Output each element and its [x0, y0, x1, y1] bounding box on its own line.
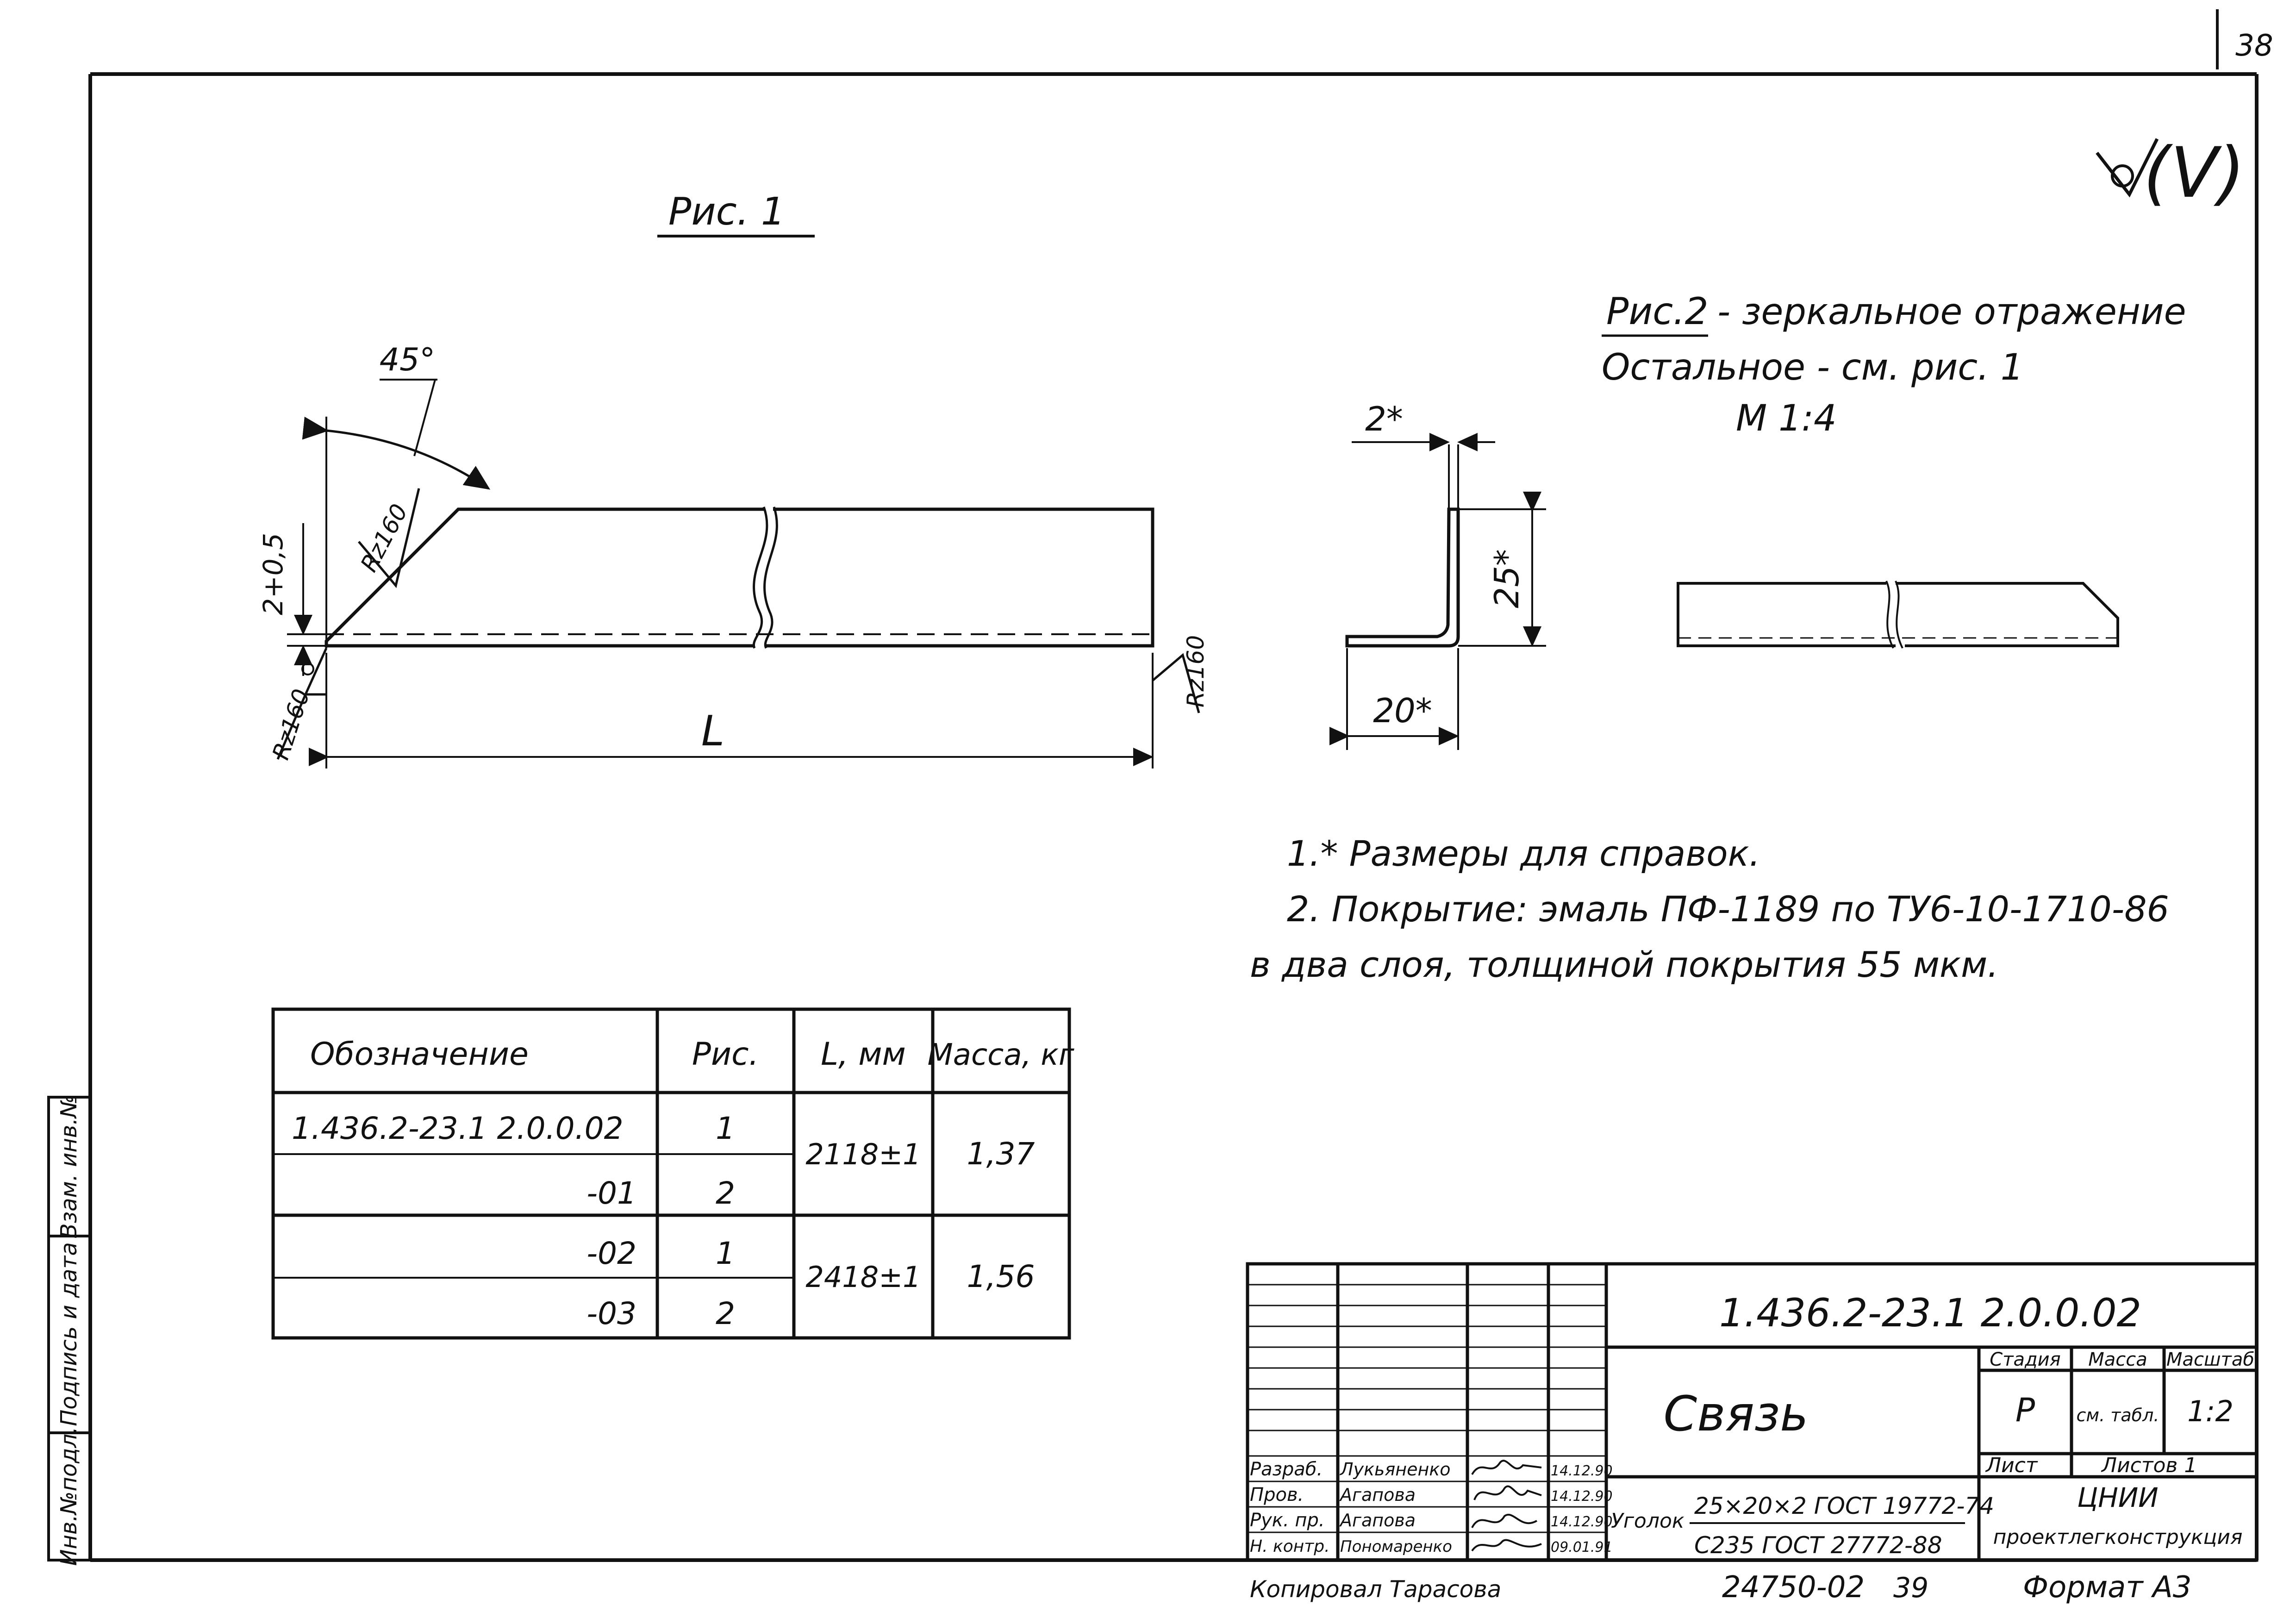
fig1-offset-dim: 2+0,5: [257, 533, 289, 615]
tb-scale-label: Масштаб: [2166, 1349, 2254, 1370]
roughness-symbol: [2096, 138, 2159, 198]
tb-stage: Р: [2015, 1391, 2035, 1429]
footer-sheet: 39: [1893, 1572, 1928, 1604]
fig1-angle: 45°: [380, 342, 436, 378]
figure-2: Рис.2 - зеркальное отражение Остальное -…: [1602, 290, 2186, 649]
tb-mass: см. табл.: [2077, 1405, 2159, 1425]
roughness-circle: [2111, 164, 2134, 187]
footer-format: Формат А3: [2023, 1570, 2192, 1605]
title-block: Разраб. Лукьяненко 14.12.90 Пров. Агапов…: [1246, 1262, 2259, 1562]
tb-role: Разраб.: [1250, 1459, 1323, 1480]
tb-sheet-label: Лист: [1985, 1454, 2038, 1477]
section-thickness: 2*: [1365, 400, 1403, 438]
note-1: 1.* Размеры для справок.: [1287, 833, 1760, 874]
tb-org-line1: ЦНИИ: [2077, 1482, 2158, 1513]
spec-group-length: 2418±1: [805, 1260, 921, 1294]
spec-header-mass: Масса, кг: [928, 1038, 1074, 1072]
tb-scale: 1:2: [2187, 1394, 2234, 1428]
spec-header-length: L, мм: [821, 1036, 906, 1073]
signature: [1471, 1460, 1542, 1475]
technical-notes: 1.* Размеры для справок. 2. Покрытие: эм…: [1250, 833, 2169, 985]
tb-name: Пономаренко: [1340, 1537, 1452, 1556]
tb-name: Лукьяненко: [1339, 1459, 1451, 1480]
side-stamp-inv: Инв.№подл.: [56, 1427, 82, 1566]
fig1-length-dim: L: [701, 707, 724, 756]
tb-stage-label: Стадия: [1990, 1349, 2060, 1370]
signature: [1473, 1485, 1542, 1500]
fig1-caption: Рис. 1: [668, 190, 785, 234]
tb-name: Агапова: [1339, 1510, 1416, 1530]
side-stamp-sign: Подпись и дата: [56, 1242, 82, 1426]
tb-org-line2: проектлегконструкция: [1993, 1525, 2243, 1549]
footer: Копировал Тарасова 24750-02 39 Формат А3: [1250, 1570, 2192, 1605]
tb-role: Н. контр.: [1250, 1537, 1330, 1556]
tb-designation: 1.436.2-23.1 2.0.0.02: [1719, 1290, 2141, 1336]
note-3: в два слоя, толщиной покрытия 55 мкм.: [1250, 944, 1998, 985]
tb-material-label: Уголок: [1611, 1509, 1685, 1533]
signature: [1471, 1539, 1542, 1552]
tb-material-line1: 25×20×2 ГОСТ 19772-74: [1694, 1493, 1994, 1519]
section-width: 20*: [1373, 691, 1432, 730]
spec-row-designation: 1.436.2-23.1 2.0.0.02: [292, 1111, 624, 1146]
spec-row-fig: 2: [716, 1296, 735, 1331]
tb-role: Рук. пр.: [1250, 1510, 1325, 1531]
spec-header-fig: Рис.: [692, 1036, 759, 1073]
section-height: 25*: [1487, 549, 1526, 608]
tb-sheets-label: Листов 1: [2101, 1454, 2197, 1477]
spec-row-designation: -01: [586, 1175, 636, 1211]
spec-table: Обозначение Рис. L, мм Масса, кг 1.436.2…: [271, 1007, 1074, 1340]
tb-date: 14.12.90: [1551, 1488, 1613, 1505]
angle-profile: [1345, 507, 1460, 648]
tb-name: Агапова: [1339, 1485, 1416, 1505]
fig1-roughness-left: Rz160: [267, 686, 315, 763]
fig1-bar-right: [766, 507, 1154, 648]
figure-1: Рис. 1 45° Rz160 2+0,5 Rz160 Rz160: [257, 190, 1209, 768]
fig2-note: Остальное - см. рис. 1: [1602, 347, 2023, 388]
spec-row-fig: 1: [716, 1111, 735, 1146]
footer-copied: Копировал Тарасова: [1250, 1576, 1501, 1603]
spec-row-fig: 1: [716, 1236, 735, 1271]
tb-material-line2: С235 ГОСТ 27772-88: [1694, 1532, 1942, 1559]
spec-row-fig: 2: [716, 1175, 735, 1211]
tb-date: 14.12.90: [1551, 1463, 1613, 1479]
spec-row-designation: -03: [586, 1296, 636, 1331]
tb-date: 09.01.91: [1551, 1539, 1613, 1555]
roughness-mark: (V): [2143, 133, 2245, 213]
spec-group-length: 2118±1: [805, 1137, 921, 1171]
side-stamp-replace: Взам. инв.№: [56, 1095, 82, 1239]
tb-date: 14.12.90: [1551, 1514, 1613, 1530]
fig2-caption-rest: - зеркальное отражение: [1717, 291, 2186, 333]
fig2-caption: Рис.2: [1606, 290, 1709, 333]
tb-role: Пров.: [1250, 1484, 1304, 1505]
tb-mass-label: Масса: [2088, 1349, 2147, 1370]
page-number: 38: [2235, 29, 2273, 63]
spec-group-mass: 1,37: [967, 1136, 1035, 1172]
section-scale: М 1:4: [1736, 398, 1837, 439]
spec-row-designation: -02: [586, 1236, 636, 1271]
side-stamp: Инв.№подл. Подпись и дата Взам. инв.№: [47, 1095, 92, 1566]
tb-title: Связь: [1663, 1386, 1808, 1442]
fig2-bar-right: [1896, 582, 2119, 647]
footer-number: 24750-02: [1722, 1570, 1865, 1605]
spec-group-mass: 1,56: [967, 1259, 1035, 1294]
page-number-box: 38: [2216, 9, 2273, 69]
note-2: 2. Покрытие: эмаль ПФ-1189 по ТУ6-10-171…: [1287, 888, 2169, 930]
spec-header-designation: Обозначение: [310, 1036, 529, 1073]
signature: [1471, 1514, 1537, 1528]
fig2-bar-left: [1677, 582, 1896, 647]
fig1-roughness-right: Rz160: [1182, 635, 1209, 707]
general-roughness-mark: (V): [2096, 133, 2245, 213]
profile-section: 2* 25* 20*: [1329, 400, 1546, 750]
